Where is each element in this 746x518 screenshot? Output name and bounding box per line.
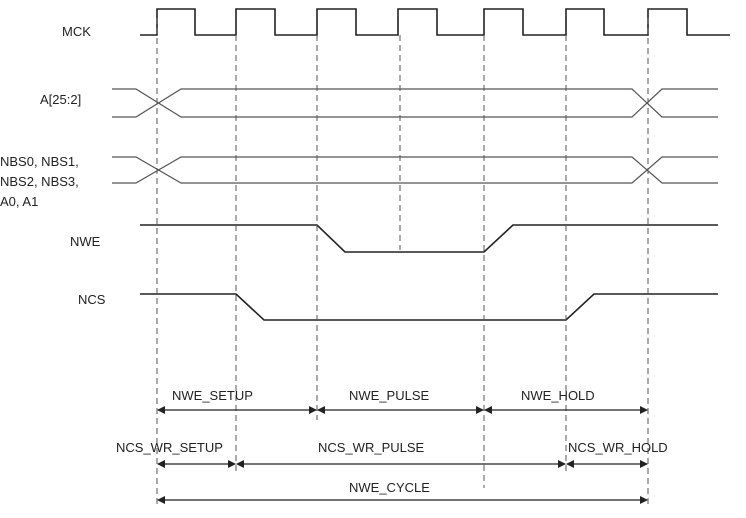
- nwe-pulse-label: NWE_PULSE: [349, 388, 430, 403]
- signal-label-ncs: NCS: [78, 292, 106, 307]
- ncs-wr-pulse-label: NCS_WR_PULSE: [318, 440, 425, 455]
- nwe-cycle-label: NWE_CYCLE: [349, 480, 430, 495]
- nwe-waveform: [140, 224, 718, 253]
- signal-label-nbs-line1: NBS0, NBS1,: [0, 154, 79, 169]
- nwe-hold-label: NWE_HOLD: [521, 388, 595, 403]
- mck-waveform: [140, 8, 730, 36]
- signal-label-nbs-line2: NBS2, NBS3,: [0, 174, 79, 189]
- nbs-bus-top: [112, 156, 718, 184]
- signal-label-address: A[25:2]: [40, 92, 81, 107]
- address-bus-top: [112, 88, 718, 118]
- signal-label-nbs-line3: A0, A1: [0, 194, 38, 209]
- nbs-bus-bottom: [112, 156, 718, 184]
- address-bus-bottom: [112, 88, 718, 118]
- ncs-waveform: [140, 293, 718, 321]
- signal-label-nwe: NWE: [70, 234, 101, 249]
- ncs-wr-setup-label: NCS_WR_SETUP: [116, 440, 223, 455]
- ncs-wr-hold-label: NCS_WR_HOLD: [568, 440, 668, 455]
- signal-label-mck: MCK: [62, 24, 91, 39]
- nwe-setup-label: NWE_SETUP: [172, 388, 253, 403]
